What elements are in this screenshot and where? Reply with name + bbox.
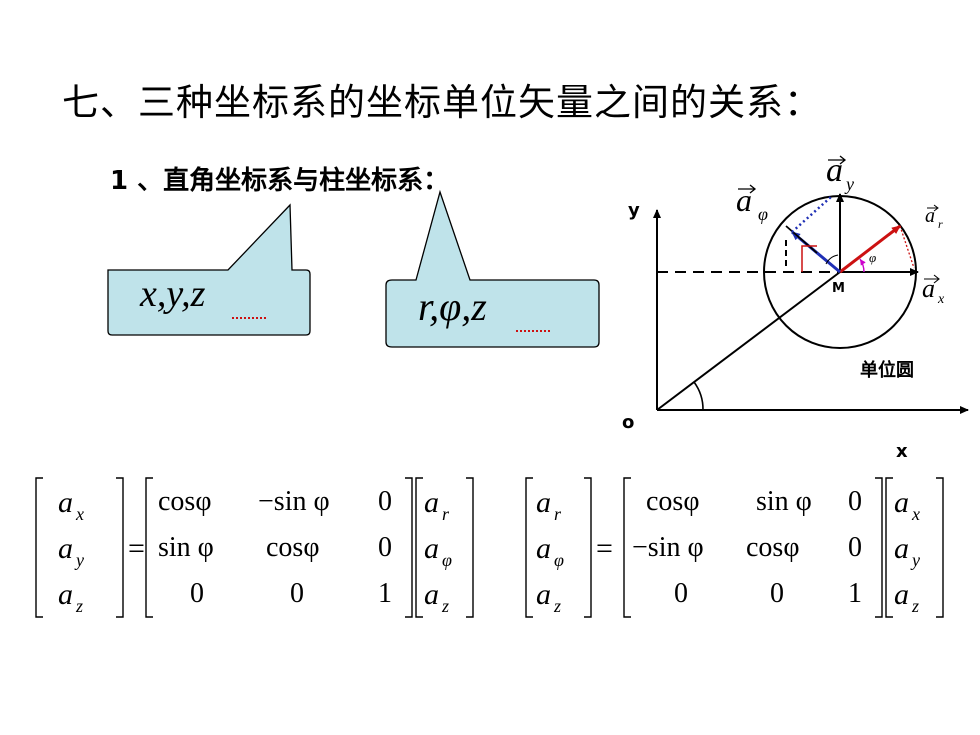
svg-text:a: a: [58, 486, 73, 519]
label-aphi: a φ: [736, 182, 768, 224]
svg-text:a: a: [894, 532, 909, 565]
svg-text:y: y: [910, 550, 920, 570]
svg-text:a: a: [58, 532, 73, 565]
svg-text:cosφ: cosφ: [266, 532, 319, 563]
svg-text:a: a: [736, 182, 752, 218]
svg-text:y: y: [844, 174, 854, 194]
svg-text:a: a: [536, 578, 551, 611]
x-axis-label: x: [896, 441, 908, 462]
unit-circle-label: 单位圆: [860, 359, 914, 381]
bracket: [116, 477, 124, 618]
svg-text:a: a: [922, 274, 935, 303]
callout-cylindrical-text: r,φ,z: [418, 284, 487, 329]
svg-text:0: 0: [848, 532, 862, 563]
svg-text:1: 1: [378, 578, 392, 609]
svg-text:z: z: [911, 596, 919, 616]
svg-text:=: =: [596, 532, 613, 565]
svg-text:r: r: [938, 217, 943, 231]
small-angle-arc: [825, 254, 839, 265]
svg-text:a: a: [894, 486, 909, 519]
phi-angle-arc: [859, 258, 866, 273]
y-axis-label: y: [628, 200, 640, 221]
svg-text:a: a: [58, 578, 73, 611]
svg-text:y: y: [74, 550, 84, 570]
svg-text:a: a: [894, 578, 909, 611]
section-subtitle: 1 、直角坐标系与柱坐标系：: [110, 166, 450, 196]
bracket: [525, 477, 533, 618]
svg-text:a: a: [424, 532, 439, 565]
svg-text:φ: φ: [554, 550, 564, 570]
svg-text:sin φ: sin φ: [158, 532, 214, 563]
point-m-label: M: [832, 281, 845, 296]
svg-text:sin φ: sin φ: [756, 486, 812, 517]
bracket: [584, 477, 592, 618]
svg-text:1: 1: [848, 578, 862, 609]
svg-text:0: 0: [378, 532, 392, 563]
svg-text:x: x: [937, 292, 945, 307]
svg-text:cosφ: cosφ: [158, 486, 211, 517]
radius-line: [656, 271, 841, 411]
svg-text:r: r: [442, 504, 450, 524]
label-ay: a y: [826, 152, 854, 194]
dotted-blue-line: [791, 195, 833, 233]
svg-text:cosφ: cosφ: [646, 486, 699, 517]
black-tangent-line: [785, 225, 818, 254]
red-projection: [801, 245, 817, 272]
callout-cartesian-bubble: [107, 203, 311, 336]
svg-text:r: r: [554, 504, 562, 524]
bracket: [35, 477, 43, 618]
bracket: [466, 477, 474, 618]
origin-label: o: [622, 412, 634, 433]
svg-text:a: a: [925, 205, 935, 227]
svg-text:φ: φ: [442, 550, 452, 570]
svg-text:a: a: [424, 486, 439, 519]
bracket: [623, 477, 631, 618]
bracket: [936, 477, 944, 618]
matrix-cylindrical-to-cartesian: a r a φ a z = cosφ sin φ 0 −sin φ cosφ 0…: [525, 477, 944, 618]
bracket: [885, 477, 893, 618]
label-ax: a x: [922, 274, 945, 307]
svg-text:0: 0: [290, 578, 304, 609]
svg-text:x: x: [75, 504, 84, 524]
svg-text:a: a: [826, 152, 843, 189]
dotted-red-line: [899, 225, 915, 269]
svg-text:=: =: [128, 532, 145, 565]
svg-text:cosφ: cosφ: [746, 532, 799, 563]
svg-text:0: 0: [190, 578, 204, 609]
callout-cylindrical-bubble: [385, 189, 600, 348]
svg-text:−sin φ: −sin φ: [258, 486, 330, 517]
bracket: [415, 477, 423, 618]
bracket: [405, 477, 413, 618]
svg-text:z: z: [441, 596, 449, 616]
matrix-cartesian-to-cylindrical: a x a y a z = cosφ −sin φ 0 sin φ cosφ 0…: [35, 477, 474, 618]
svg-text:0: 0: [848, 486, 862, 517]
svg-text:a: a: [536, 532, 551, 565]
bracket: [145, 477, 153, 618]
svg-text:0: 0: [378, 486, 392, 517]
callout-cartesian-text: x,y,z: [139, 273, 206, 315]
origin-angle-arc: [693, 381, 704, 411]
svg-text:a: a: [536, 486, 551, 519]
svg-text:a: a: [424, 578, 439, 611]
svg-text:x: x: [911, 504, 920, 524]
vector-ar: [839, 224, 901, 274]
phi-small-label: φ: [869, 250, 876, 265]
label-ar: a r: [925, 204, 943, 231]
svg-text:0: 0: [770, 578, 784, 609]
svg-text:z: z: [75, 596, 83, 616]
svg-text:φ: φ: [758, 204, 768, 224]
page-title: 七、三种坐标系的坐标单位矢量之间的关系：: [62, 81, 822, 124]
svg-text:0: 0: [674, 578, 688, 609]
bracket: [875, 477, 883, 618]
svg-text:−sin φ: −sin φ: [632, 532, 704, 563]
svg-text:z: z: [553, 596, 561, 616]
